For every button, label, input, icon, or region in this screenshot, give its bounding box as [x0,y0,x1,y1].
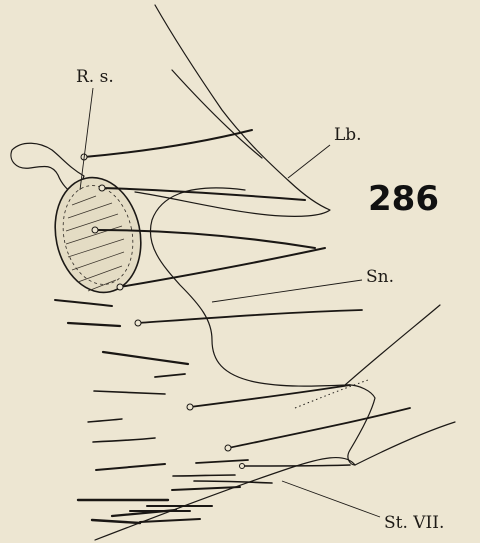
bristle-socket [117,284,123,290]
bristle [68,323,120,326]
bristle [88,419,122,422]
lobe-outline [135,5,330,216]
bristle [120,248,325,287]
bristle [102,188,305,200]
leader-line-sternite [282,481,380,517]
leader-line-sinus [212,280,362,302]
bristle [92,520,140,523]
bristle [94,391,165,394]
sternite-lower-edge [355,422,455,465]
bristle [55,300,112,306]
bristle [242,465,350,466]
bristle [138,310,362,323]
bristle [93,438,155,442]
bristle [173,475,235,476]
bristle [190,385,350,407]
bristle-socket [240,464,245,469]
bristle [228,408,410,448]
label-sternite: St. VII. [384,513,444,533]
bristle-socket [92,227,98,233]
bristles-long [81,130,410,469]
bristle-socket [187,404,193,410]
sternite-edge [345,305,440,385]
label-receptaculum: R. s. [76,67,114,87]
label-sinus: Sn. [366,267,394,287]
label-lobe: Lb. [334,125,362,145]
bristle-socket [99,185,105,191]
bristle [196,460,248,463]
leader-line-receptaculum [80,88,93,190]
bristle [194,481,272,483]
sternite-outline [95,458,355,540]
bristle-socket [135,320,141,326]
bristle [96,464,165,470]
bristle-socket [225,445,231,451]
bristle [155,374,185,377]
bristle [103,352,188,364]
figure-number: 286 [368,179,439,219]
bristles-short [55,300,272,523]
sternite-dotted-line [295,380,368,408]
bristle [84,130,252,157]
leader-line-lobe [288,145,330,178]
